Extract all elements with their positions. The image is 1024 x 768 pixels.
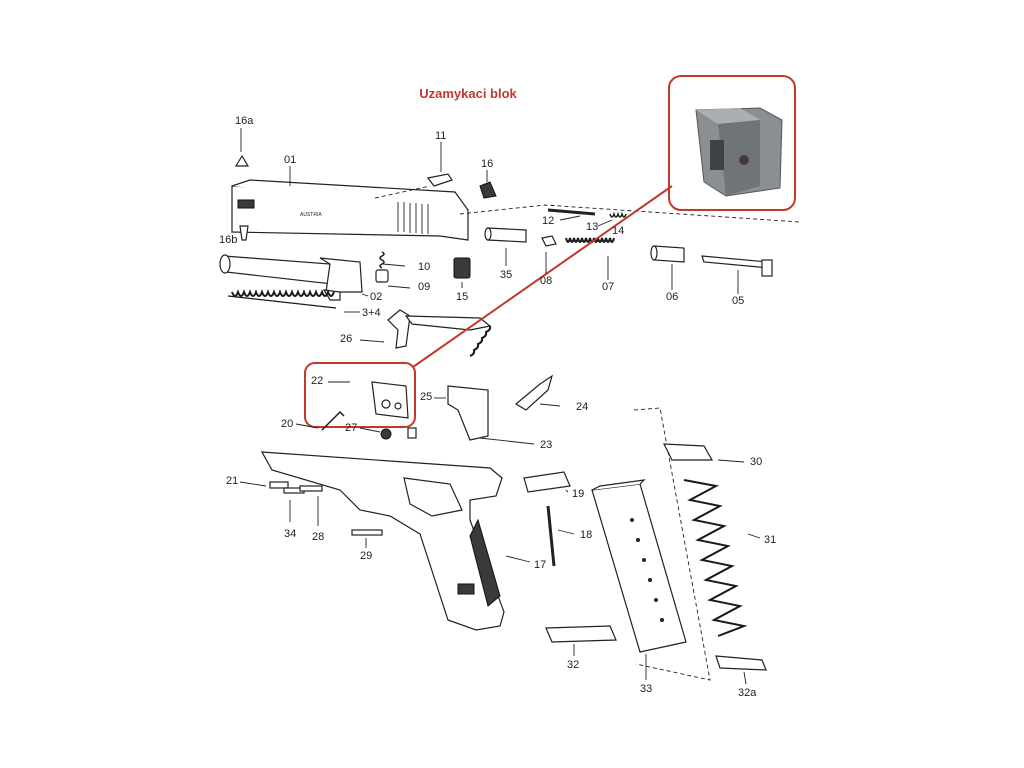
label-3plus4: 3+4 bbox=[362, 307, 381, 319]
label-27: 27 bbox=[345, 422, 357, 434]
label-21: 21 bbox=[226, 475, 238, 487]
label-35: 35 bbox=[500, 269, 512, 281]
striker-group bbox=[484, 208, 773, 277]
pin-27b-part bbox=[407, 427, 417, 439]
locking-block-photo bbox=[695, 107, 783, 197]
firing-pin-safety-part bbox=[453, 257, 471, 279]
label-10: 10 bbox=[418, 261, 430, 273]
label-09: 09 bbox=[418, 281, 430, 293]
label-19: 19 bbox=[572, 488, 584, 500]
recoil-spring-part bbox=[227, 289, 337, 309]
pin-27-part bbox=[380, 428, 392, 440]
front-sight-part bbox=[239, 225, 249, 241]
ejector-part bbox=[479, 181, 497, 199]
magazine-spring-part bbox=[683, 479, 748, 637]
magazine-part bbox=[591, 479, 687, 653]
floorplate-part bbox=[545, 625, 617, 643]
follower-part bbox=[663, 443, 714, 461]
label-25: 25 bbox=[420, 391, 432, 403]
firing-pin-spring-part bbox=[379, 251, 385, 269]
label-32a: 32a bbox=[738, 687, 757, 699]
trigger-bar-part bbox=[387, 309, 492, 349]
extractor-part bbox=[426, 173, 453, 187]
trigger-spring-part bbox=[469, 325, 492, 357]
label-24: 24 bbox=[576, 401, 588, 413]
label-13: 13 bbox=[586, 221, 598, 233]
label-16b: 16b bbox=[219, 234, 237, 246]
label-11: 11 bbox=[435, 130, 446, 142]
diagram-title: Uzamykaci blok bbox=[419, 86, 517, 101]
label-32: 32 bbox=[567, 659, 579, 671]
label-07: 07 bbox=[602, 281, 614, 293]
pin-21-part bbox=[269, 481, 289, 489]
barrel-part bbox=[219, 254, 363, 301]
label-34: 34 bbox=[284, 528, 296, 540]
label-33: 33 bbox=[640, 683, 652, 695]
locking-block-part bbox=[371, 381, 409, 419]
label-06: 06 bbox=[666, 291, 678, 303]
label-12: 12 bbox=[542, 215, 554, 227]
label-18: 18 bbox=[580, 529, 592, 541]
highlight-connector bbox=[412, 185, 673, 368]
trigger-housing-part bbox=[447, 385, 489, 441]
pin-29-part bbox=[351, 529, 383, 536]
label-26: 26 bbox=[340, 333, 352, 345]
slide-part: AUSTRIA bbox=[231, 179, 469, 241]
locking-block-highlight bbox=[304, 362, 416, 428]
label-02: 02 bbox=[370, 291, 382, 303]
floorplate-insert-part bbox=[715, 655, 767, 671]
rail-part bbox=[523, 471, 571, 493]
slide-lock-spring-part bbox=[321, 410, 345, 431]
trigger-pin-part bbox=[546, 505, 556, 567]
label-05: 05 bbox=[732, 295, 744, 307]
part-labels: 16a 01 11 16 16b 12 13 14 10 09 02 15 35… bbox=[219, 115, 776, 699]
label-29: 29 bbox=[360, 550, 372, 562]
slide-marking: AUSTRIA bbox=[300, 212, 322, 218]
label-23: 23 bbox=[540, 439, 552, 451]
rear-sight-part bbox=[234, 154, 250, 167]
label-16a: 16a bbox=[235, 115, 254, 127]
pin-28-part bbox=[299, 485, 323, 492]
label-14: 14 bbox=[612, 225, 624, 237]
label-30: 30 bbox=[750, 456, 762, 468]
label-15: 15 bbox=[456, 291, 468, 303]
label-20: 20 bbox=[281, 418, 293, 430]
label-17: 17 bbox=[534, 559, 546, 571]
label-22: 22 bbox=[311, 375, 323, 387]
label-08: 08 bbox=[540, 275, 552, 287]
locking-block-photo-frame bbox=[668, 75, 796, 211]
label-16: 16 bbox=[481, 158, 493, 170]
label-01: 01 bbox=[284, 154, 296, 166]
frame-part bbox=[260, 451, 505, 631]
label-31: 31 bbox=[764, 534, 776, 546]
slide-lock-part bbox=[514, 374, 554, 411]
label-28: 28 bbox=[312, 531, 324, 543]
spring-cup-part bbox=[375, 269, 389, 283]
